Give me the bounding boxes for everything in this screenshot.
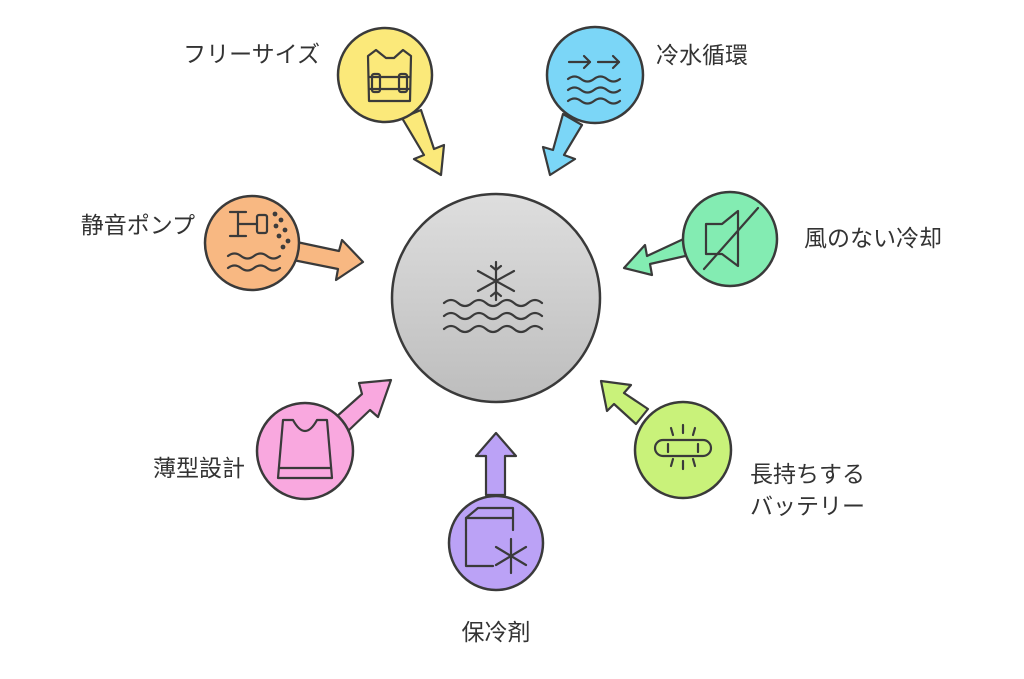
battery-icon <box>653 423 713 471</box>
label-windless: 風のない冷却 <box>804 226 942 252</box>
tank-top-icon <box>276 418 334 480</box>
arrow-thin-design <box>333 378 393 434</box>
node-thin-design <box>255 401 355 501</box>
center-hub <box>390 192 602 404</box>
arrow-cold-water <box>541 112 584 177</box>
label-long-battery-line2: バッテリー <box>750 494 865 520</box>
arrow-long-battery <box>599 379 650 426</box>
label-cold-water: 冷水循環 <box>656 43 748 69</box>
node-windless <box>681 190 779 288</box>
node-long-battery <box>633 400 733 500</box>
arrow-ice-pack <box>474 431 518 497</box>
snowflake-waves-icon <box>442 260 544 334</box>
node-ice-pack <box>447 494 545 592</box>
pump-icon <box>226 210 291 272</box>
connector-arrows <box>286 108 696 497</box>
vest-icon <box>366 48 413 103</box>
no-wind-icon <box>702 206 760 271</box>
node-quiet-pump <box>203 194 301 292</box>
water-flow-icon <box>566 54 622 105</box>
label-thin-design: 薄型設計 <box>153 456 245 482</box>
label-ice-pack: 保冷剤 <box>461 620 531 646</box>
node-free-size <box>336 26 434 124</box>
arrow-free-size <box>400 108 446 177</box>
label-long-battery-line1: 長持ちする <box>750 462 865 488</box>
label-quiet-pump: 静音ポンプ <box>80 213 195 239</box>
label-free-size: フリーサイズ <box>183 42 320 68</box>
cold-box-icon <box>464 506 528 575</box>
node-cold-water <box>545 25 645 125</box>
